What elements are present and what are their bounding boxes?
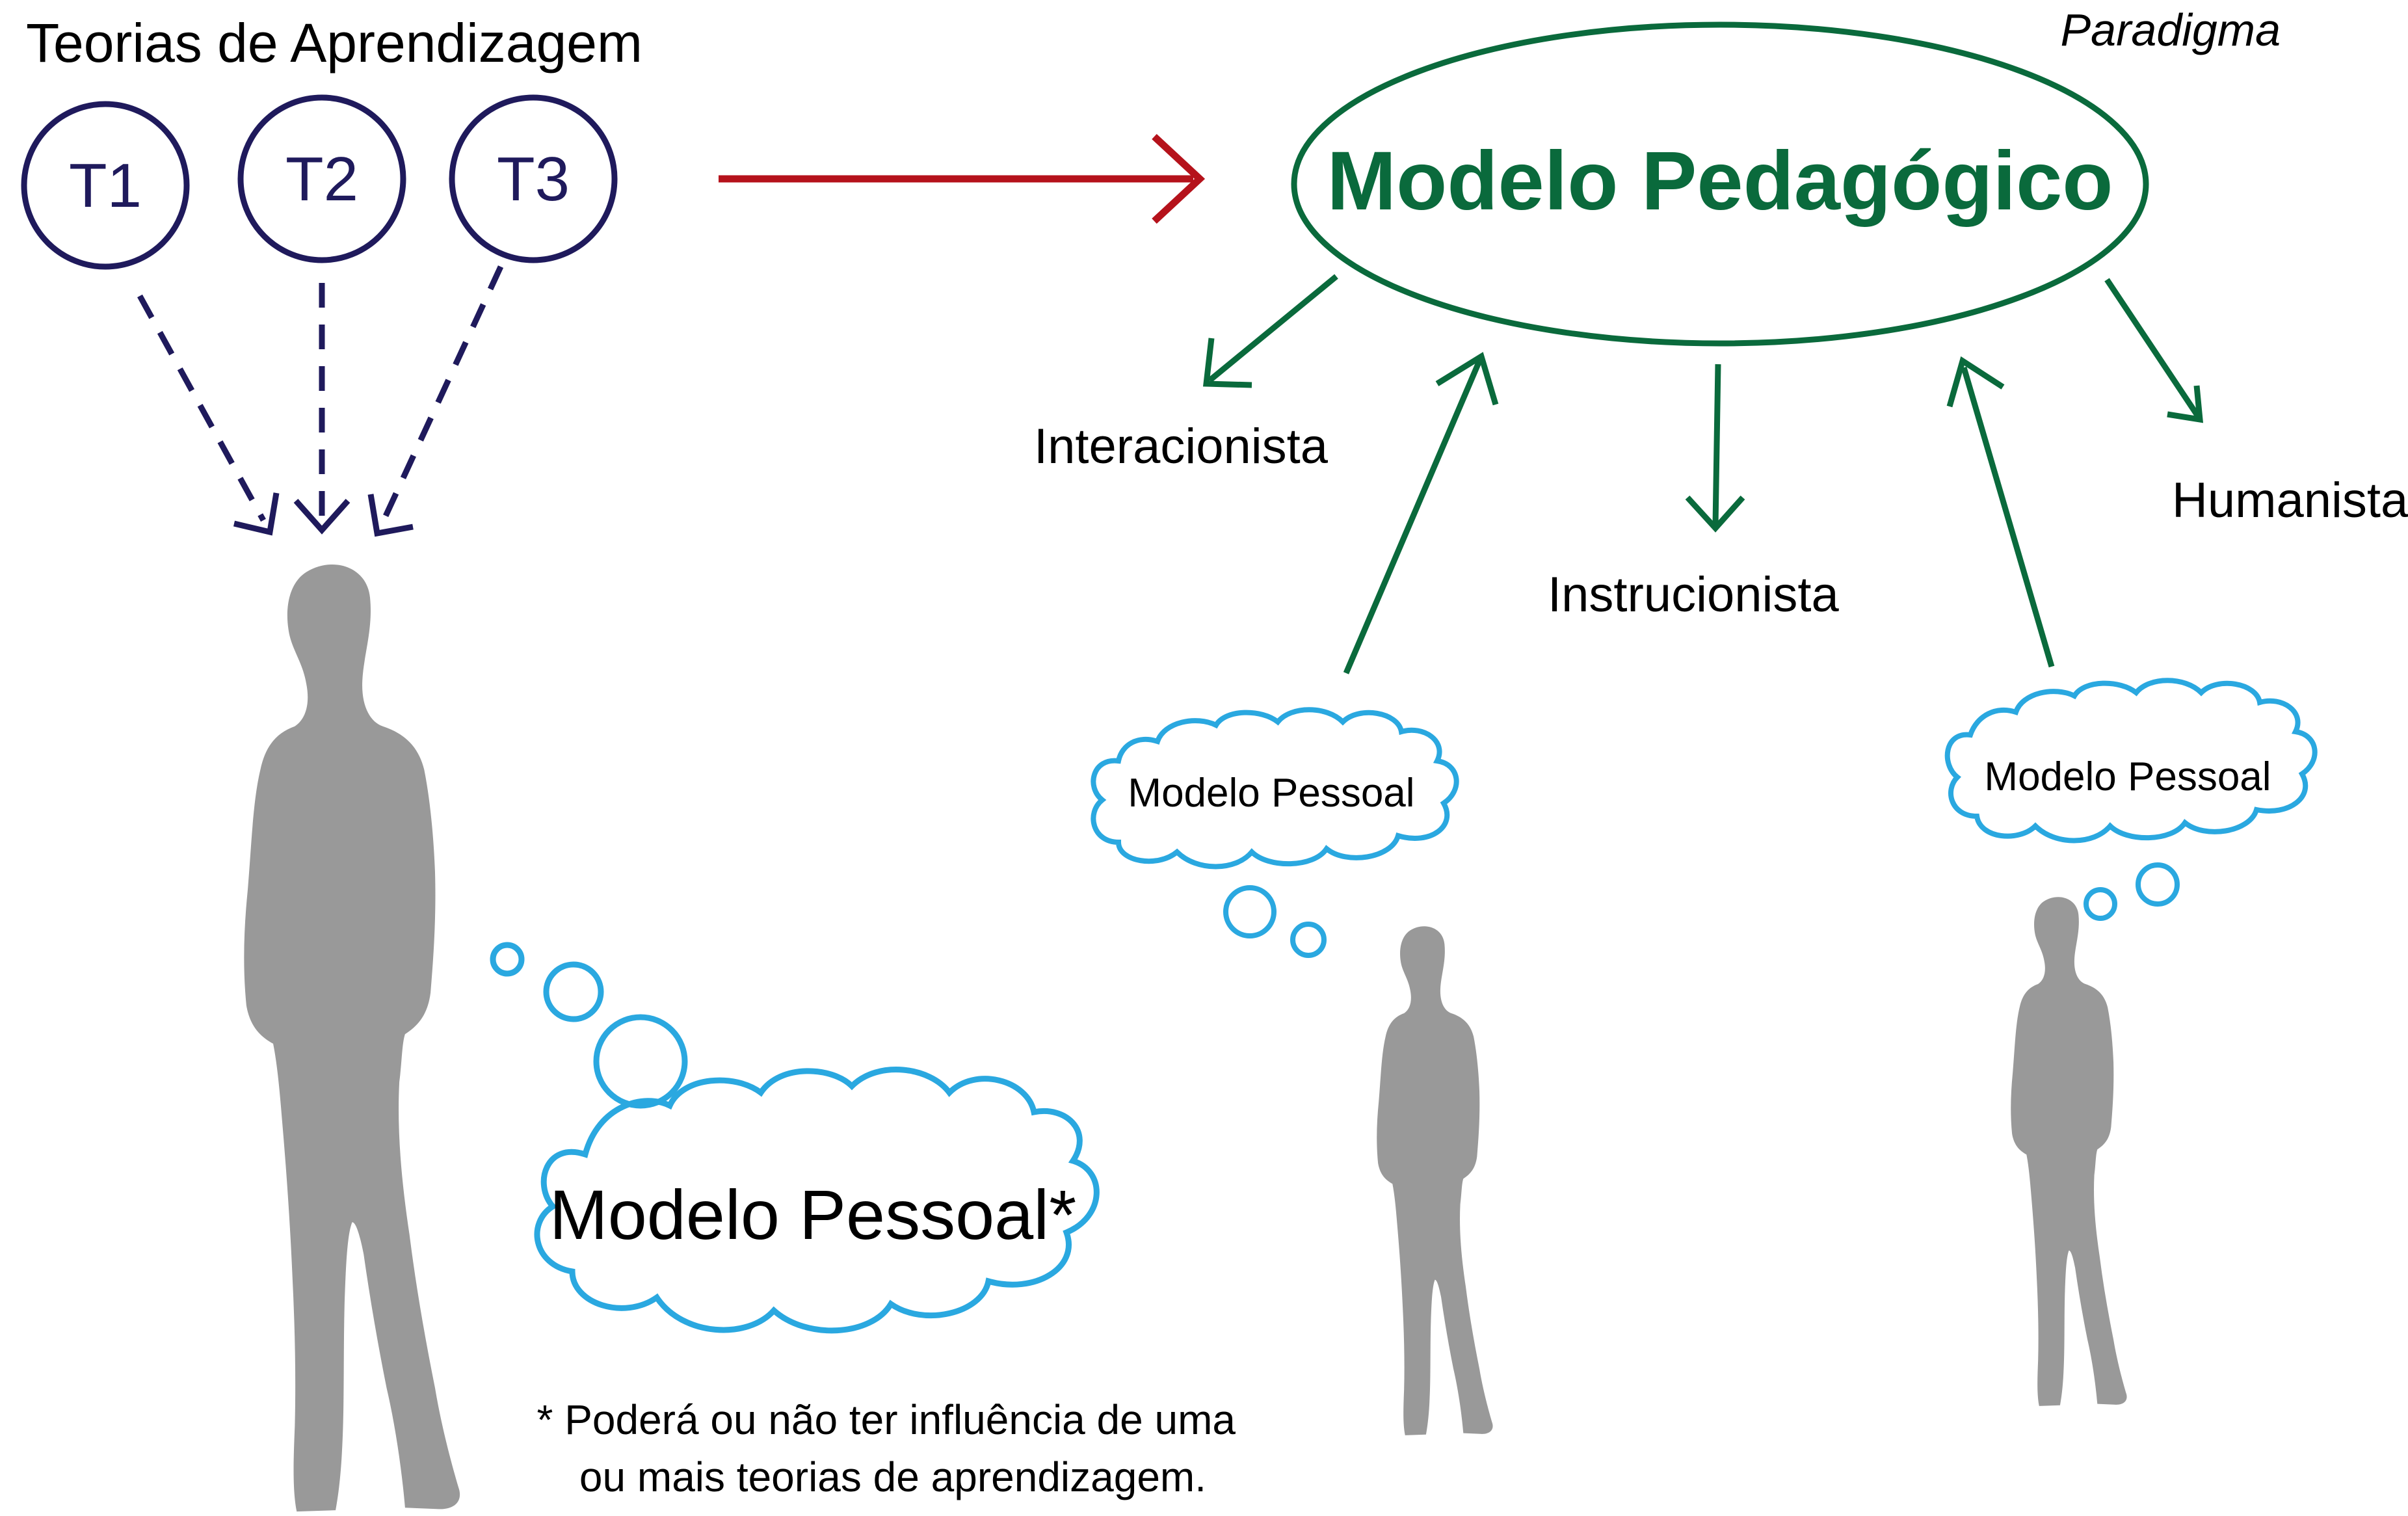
cloud-left-small-label: Modelo Pessoal	[1128, 771, 1414, 816]
footnote-line1: * Poderá ou não ter influência de uma	[537, 1396, 1236, 1443]
red-arrow	[719, 133, 1206, 224]
theory-t2: T2	[237, 94, 406, 263]
cloud-main-label: Modelo Pessoal*	[549, 1175, 1076, 1254]
thought-bubbles-right	[2084, 862, 2180, 921]
theory-t3: T3	[449, 94, 618, 263]
teacher-silhouette-left	[1377, 926, 1493, 1435]
theory-t3-label: T3	[497, 144, 570, 214]
theory-t2-label: T2	[285, 144, 358, 214]
modelo-pedagogico-node: Modelo Pedagógico	[1291, 21, 2149, 347]
teacher-silhouette-right	[2011, 897, 2127, 1406]
interacionista-label: Interacionista	[1034, 419, 1329, 474]
paradigm-label: Paradigma	[2060, 5, 2281, 55]
cloud-right-small: Modelo Pessoal	[1944, 678, 2318, 844]
thought-bubbles-left	[1223, 885, 1327, 958]
thought-bubbles-main	[490, 942, 688, 1109]
paradigm-arrows	[1202, 274, 2204, 533]
modelo-pedagogico-label: Modelo Pedagógico	[1327, 135, 2113, 228]
theory-t1-label: T1	[69, 151, 142, 220]
footnote-line2: ou mais teorias de aprendizagem.	[579, 1454, 1206, 1500]
cloud-main: Modelo Pessoal*	[534, 1067, 1100, 1334]
cloud-right-small-label: Modelo Pessoal	[1984, 754, 2271, 799]
personal-model-arrows	[1343, 352, 2055, 674]
instrucionista-label: Instrucionista	[1548, 567, 1839, 622]
theory-dashed-arrows	[137, 265, 504, 537]
diagram-title: Teorias de Aprendizagem	[26, 12, 642, 73]
theory-t1: T1	[21, 101, 190, 270]
humanista-label: Humanista	[2172, 473, 2408, 528]
cloud-left-small: Modelo Pessoal	[1091, 707, 1459, 870]
teacher-silhouette-large	[244, 564, 460, 1512]
